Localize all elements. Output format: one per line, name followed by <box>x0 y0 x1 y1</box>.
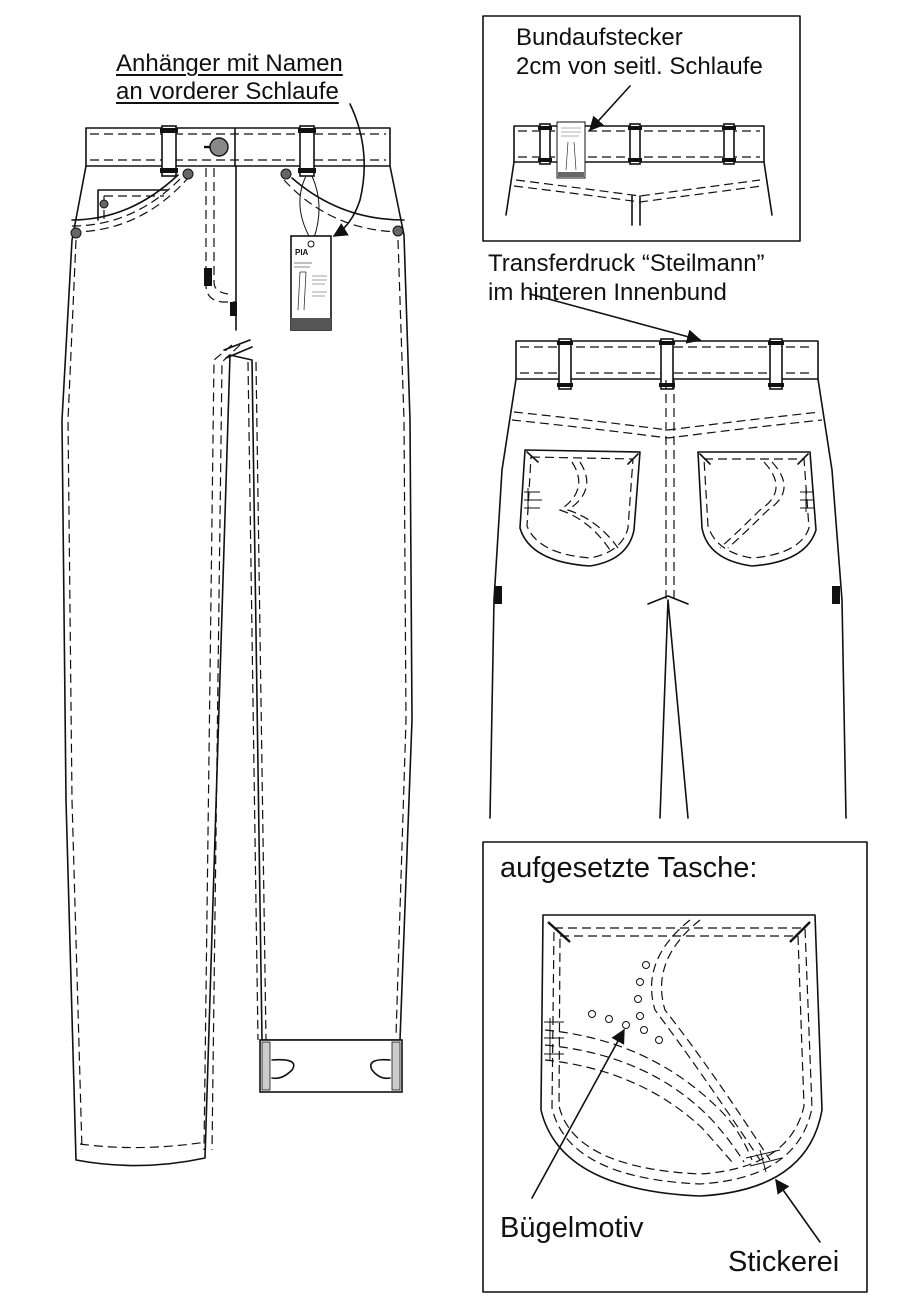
transfer-label-line1: Transferdruck “Steilmann” <box>488 250 765 277</box>
waist-tag-label-line2: 2cm von seitl. Schlaufe <box>516 53 763 80</box>
back-pocket-right <box>697 451 817 567</box>
transfer-label-line2: im hinteren Innenbund <box>488 279 727 306</box>
waistband-tag-detail-box <box>482 15 801 242</box>
motif-arrow <box>531 1028 625 1199</box>
front-pocket-left <box>71 174 179 221</box>
rhinestone-dots <box>588 961 663 1044</box>
pocket-title: aufgesetzte Tasche: <box>500 852 758 884</box>
rivets <box>70 168 404 239</box>
back-pocket-left <box>519 449 641 567</box>
front-tag-label-line2: an vorderer Schlaufe <box>116 78 339 105</box>
back-belt-loops <box>557 338 784 390</box>
motif-label: Bügelmotiv <box>500 1212 644 1244</box>
waist-tag-label-line1: Bundaufstecker <box>516 24 683 51</box>
jeans-front-view <box>61 103 413 1167</box>
front-pocket-right <box>291 177 405 221</box>
pocket-detail-box <box>482 841 868 1293</box>
front-waistband <box>85 127 391 167</box>
front-belt-loops <box>160 125 316 177</box>
embroidery-label: Stickerei <box>728 1246 840 1278</box>
hang-tag <box>290 235 332 331</box>
rolled-cuff <box>259 1039 403 1093</box>
embroidery-arrow <box>775 1178 821 1243</box>
transfer-arrow <box>529 293 702 344</box>
front-tag-label-line1: Anhänger mit Namen <box>116 50 343 77</box>
jeans-back-view <box>489 293 847 819</box>
hang-tag-name: PIA <box>295 248 309 257</box>
hang-tag-arrow <box>332 103 366 237</box>
waist-button <box>209 137 229 157</box>
